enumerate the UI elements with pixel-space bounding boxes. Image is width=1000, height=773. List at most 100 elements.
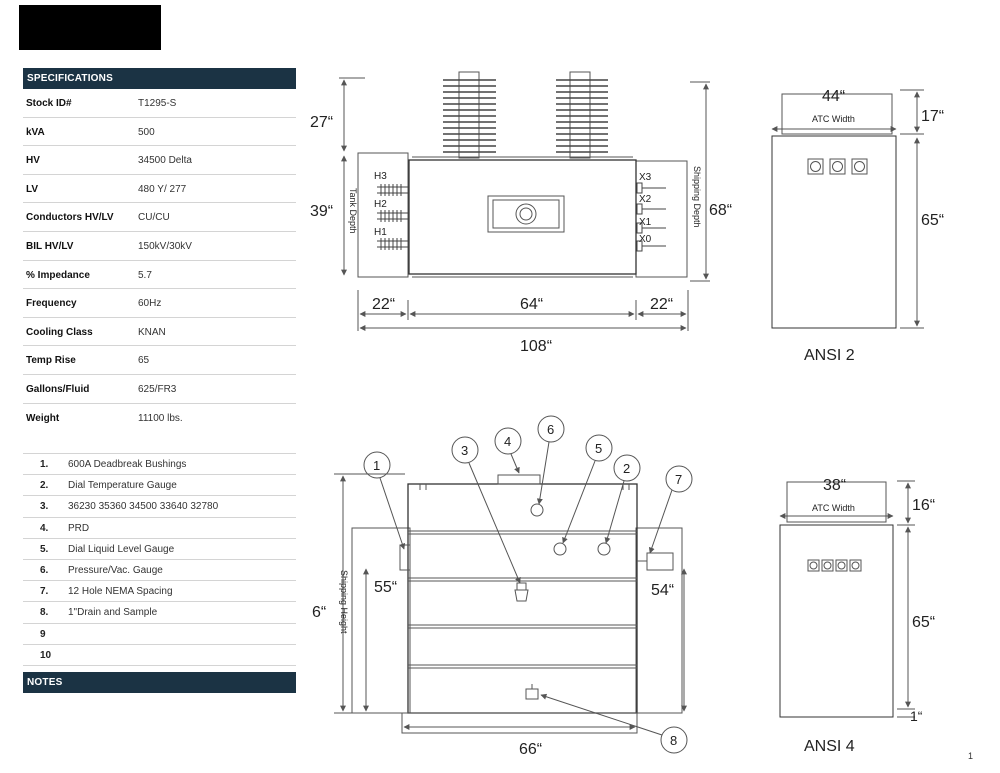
- lv-bushings: [636, 182, 666, 252]
- hv-bushings: [377, 184, 408, 250]
- dim-ansi4-height: 65“: [912, 614, 935, 631]
- atc-width-label: ATC Width: [812, 114, 855, 124]
- ansi4-title: ANSI 4: [804, 738, 855, 755]
- spec-row-bil: BIL HV/LV 150kV/30kV: [23, 232, 296, 261]
- spec-value: CU/CU: [138, 212, 170, 224]
- list-item: 10: [23, 645, 296, 666]
- terminal-x0: X0: [639, 234, 652, 245]
- spec-value: 480 Y/ 277: [138, 183, 187, 195]
- radiator-right: [556, 71, 608, 159]
- terminal-x1: X1: [639, 217, 652, 228]
- item-text: 600A Deadbreak Bushings: [68, 459, 187, 470]
- radiator-left: [443, 71, 496, 159]
- dim-height-top: 27“: [310, 114, 333, 131]
- front-view: 1 2 3 4 5 6 7 8 Shipping Height 6“ 55“ 5…: [312, 415, 693, 758]
- item-number: 8.: [40, 607, 49, 619]
- item-number: 7.: [40, 586, 49, 598]
- item-number: 10: [40, 649, 52, 661]
- handhole-icon: [515, 203, 537, 225]
- callout-5: 5: [595, 441, 602, 456]
- liquid-level-gauge-icon: [553, 542, 567, 556]
- item-number: 3.: [40, 501, 49, 513]
- list-item: 2. Dial Temperature Gauge: [23, 475, 296, 497]
- spec-label: Frequency: [26, 298, 77, 310]
- tap-changer-icon: [514, 582, 529, 602]
- item-number: 5.: [40, 543, 49, 555]
- dim-total: 108“: [520, 338, 552, 355]
- tank-front: [407, 483, 638, 714]
- spec-value: T1295-S: [138, 98, 177, 109]
- spec-value: KNAN: [138, 326, 166, 338]
- callout-6: 6: [547, 422, 554, 437]
- lv-cabinet: [635, 527, 683, 714]
- terminal-x2: X2: [639, 194, 652, 205]
- dim-ansi4-bottom: 1“: [910, 708, 923, 724]
- dim-shipping-depth: 68“: [709, 202, 732, 219]
- spec-value: 625/FR3: [138, 383, 177, 395]
- dim-front-left: 55“: [374, 579, 397, 596]
- terminal-x3: X3: [639, 172, 652, 183]
- list-item: 3.36230 35360 34500 33640 32780: [23, 496, 296, 518]
- label-shipping-depth: Shipping Depth: [692, 166, 702, 228]
- dim-shipping-height: 6“: [312, 604, 326, 621]
- spec-label: Cooling Class: [26, 326, 93, 338]
- nema-pad-icon: [646, 552, 674, 571]
- dim-front-right: 54“: [651, 582, 674, 599]
- spec-row-conductors: Conductors HV/LV CU/CU: [23, 203, 296, 232]
- spec-label: Stock ID#: [26, 98, 72, 109]
- terminal-h1: H1: [374, 227, 387, 238]
- dim-ansi2-width: 44“: [822, 88, 845, 105]
- dim-tank-depth: 39“: [310, 203, 333, 220]
- item-text: Pressure/Vac. Gauge: [68, 564, 163, 576]
- ansi2-terminals: [807, 158, 868, 175]
- list-item: 4.PRD: [23, 518, 296, 539]
- ansi2-title: ANSI 2: [804, 347, 855, 364]
- label-shipping-height: Shipping Height: [339, 570, 349, 634]
- item-text: Dial Temperature Gauge: [68, 480, 177, 492]
- callout-8: 8: [670, 733, 677, 748]
- item-number: 6.: [40, 564, 49, 576]
- specifications-header: SPECIFICATIONS: [23, 68, 296, 89]
- spec-row-stock-id: Stock ID# T1295-S: [23, 89, 296, 118]
- spec-row-temp-rise: Temp Rise 65: [23, 346, 296, 375]
- item-number: 2.: [40, 480, 49, 492]
- spec-value: 11100 lbs.: [138, 412, 183, 424]
- list-item: 9: [23, 624, 296, 645]
- company-logo: [19, 5, 161, 50]
- item-number: 4.: [40, 522, 49, 534]
- list-item: 6. Pressure/Vac. Gauge: [23, 560, 296, 582]
- tank-top: [408, 159, 637, 275]
- spec-row-cooling-class: Cooling Class KNAN: [23, 318, 296, 347]
- spec-value: 60Hz: [138, 298, 162, 310]
- spec-label: BIL HV/LV: [26, 240, 74, 252]
- item-number: 9: [40, 628, 46, 640]
- components-list: 1.600A Deadbreak Bushings 2.Dial Tempera…: [23, 453, 296, 666]
- spec-row-weight: Weight 11100 lbs.: [23, 404, 296, 433]
- spec-label: Temp Rise: [26, 355, 76, 367]
- notes-header: NOTES: [23, 672, 296, 693]
- spec-label: Weight: [26, 412, 60, 424]
- spec-value: 150kV/30kV: [138, 240, 192, 252]
- list-item: 8.1"Drain and Sample: [23, 602, 296, 624]
- item-text: Dial Liquid Level Gauge: [68, 543, 175, 555]
- terminal-h2: H2: [374, 199, 387, 210]
- label-tank-depth: Tank Depth: [348, 188, 358, 234]
- spec-label: Conductors HV/LV: [26, 212, 114, 224]
- callout-7: 7: [675, 472, 682, 487]
- pressure-gauge-icon: [530, 503, 544, 517]
- spec-value: 65: [138, 355, 150, 367]
- dim-ansi4-top: 16“: [912, 497, 935, 514]
- ansi2-view: ATC Width 44“ 17“ 65“ ANSI 2: [771, 88, 944, 364]
- callout-3: 3: [461, 443, 468, 458]
- prd-icon: [497, 474, 541, 485]
- item-text: 12 Hole NEMA Spacing: [68, 586, 173, 598]
- tank-base: [401, 712, 638, 734]
- callout-1: 1: [373, 458, 380, 473]
- cover-plate: [487, 195, 565, 233]
- spec-value: 500: [138, 126, 155, 138]
